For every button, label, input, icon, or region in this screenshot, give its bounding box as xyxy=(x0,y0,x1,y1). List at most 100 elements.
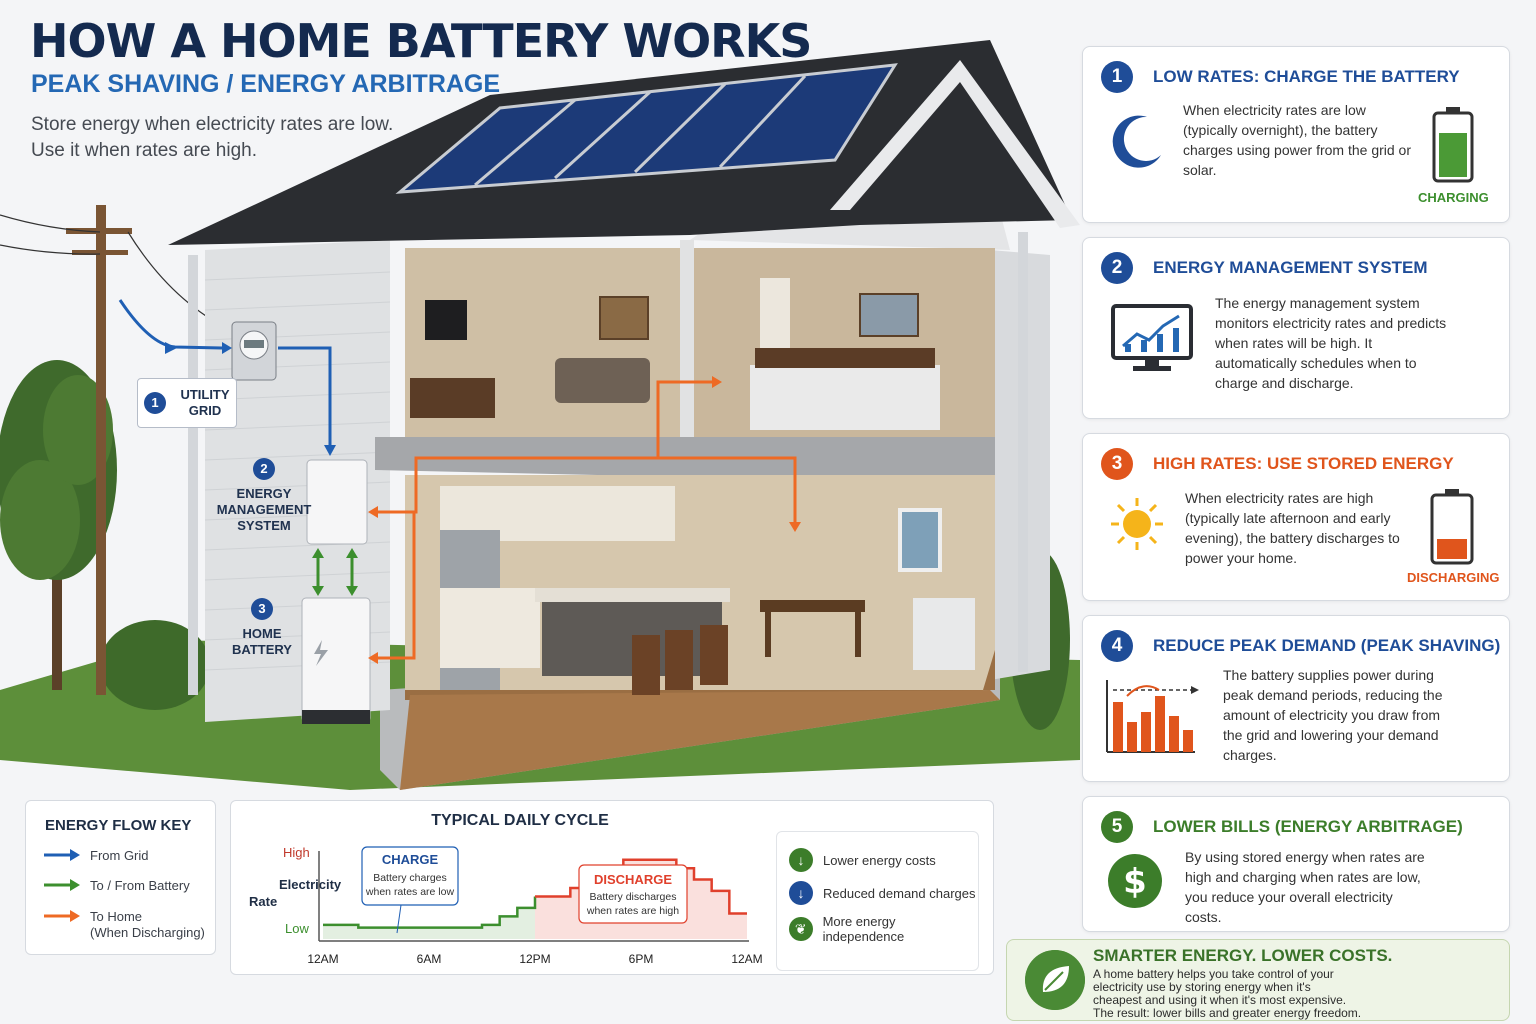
home-flow-arrows xyxy=(378,380,797,660)
wood-floor xyxy=(400,690,1000,790)
sofa xyxy=(555,358,650,403)
summary-text: A home battery helps you take control of… xyxy=(1093,968,1493,1020)
dollar-icon: $ xyxy=(1108,854,1162,908)
charging-status: CHARGING xyxy=(1418,190,1489,205)
charge-pointer xyxy=(396,904,402,934)
callout-label: SYSTEM xyxy=(237,518,291,533)
key-item-from-grid: From Grid xyxy=(44,848,149,864)
key-label: To Home xyxy=(90,909,143,924)
energy-flow-key: ENERGY FLOW KEY From Grid To / From Batt… xyxy=(25,800,216,955)
charge-text: Battery charges xyxy=(373,872,447,884)
rate-line-charge xyxy=(323,896,537,929)
intro-line-2: Use it when rates are high. xyxy=(31,140,258,161)
lower-cabinets xyxy=(440,588,540,668)
washer-dryer xyxy=(913,598,975,670)
house-cutaway-illustration xyxy=(0,40,1080,790)
summary-line: electricity use by storing energy when i… xyxy=(1093,980,1311,994)
peak-bars-icon xyxy=(1106,680,1199,753)
charge-title: CHARGE xyxy=(382,852,439,867)
step-number: 4 xyxy=(1101,630,1133,662)
monitor-chart-icon xyxy=(1111,304,1193,371)
callout-home-battery: 3 HOME BATTERY xyxy=(212,598,312,658)
key-item-battery: To / From Battery xyxy=(44,878,190,894)
discharging-status: DISCHARGING xyxy=(1407,570,1500,585)
discharge-text: when rates are high xyxy=(586,905,679,917)
step-body: By using stored energy when rates are hi… xyxy=(1185,849,1425,925)
roof-trim xyxy=(830,60,1080,228)
leaf-icon: ❦ xyxy=(789,917,813,941)
key-item-to-home: To Home (When Discharging) xyxy=(44,909,205,941)
electric-meter xyxy=(231,321,277,381)
cycle-title: TYPICAL DAILY CYCLE xyxy=(431,812,609,829)
step-number: 2 xyxy=(1101,252,1133,284)
step-number: 5 xyxy=(1101,811,1133,843)
y-tick-high: High xyxy=(283,845,310,860)
step-panel-2: 2 ENERGY MANAGEMENT SYSTEM The energy ma… xyxy=(1082,237,1510,419)
discharge-annotation-box xyxy=(578,864,688,924)
discharge-text: Battery discharges xyxy=(590,891,677,903)
intro-line-1: Store energy when electricity rates are … xyxy=(31,114,394,135)
y-axis-label-line2: Rate xyxy=(249,894,277,909)
x-tick-label: 12AM xyxy=(731,952,762,966)
benefit-energy-independence: ❦ More energy independence xyxy=(789,914,978,944)
sun-icon xyxy=(1111,498,1163,550)
battery-low-icon xyxy=(1430,489,1474,565)
step-panel-1: 1 LOW RATES: CHARGE THE BATTERY When ele… xyxy=(1082,46,1510,223)
step-title: LOW RATES: CHARGE THE BATTERY xyxy=(1153,67,1460,86)
charge-annotation-box xyxy=(361,846,459,906)
blue-arrow-icon xyxy=(44,849,80,861)
downspout xyxy=(188,255,198,695)
window xyxy=(898,508,942,572)
down-arrow-icon: ↓ xyxy=(789,881,813,905)
callout-label: MANAGEMENT xyxy=(216,502,312,517)
bar-stool xyxy=(632,635,660,695)
callout-label: HOME xyxy=(242,626,282,641)
bedroom-picture xyxy=(859,293,919,337)
benefit-label: Reduced demand charges xyxy=(823,885,976,901)
bush-left xyxy=(100,620,210,710)
step-body: The energy management system monitors el… xyxy=(1215,295,1447,391)
callout-label: GRID xyxy=(188,403,222,418)
x-tick-label: 12PM xyxy=(519,952,550,966)
down-arrow-icon: ↓ xyxy=(789,848,813,872)
solar-panels xyxy=(395,63,898,194)
x-tick-label: 6AM xyxy=(417,952,442,966)
step-body: When electricity rates are low (typicall… xyxy=(1183,102,1411,178)
battery-flow-arrows xyxy=(316,556,354,588)
key-label: From Grid xyxy=(90,848,149,863)
svg-text:$: $ xyxy=(1123,862,1147,902)
y-axis-label-line1: Electricity xyxy=(279,877,342,892)
benefit-label: Lower energy costs xyxy=(823,852,936,868)
callout-label: ENERGY xyxy=(236,486,292,501)
living-room-picture xyxy=(599,296,649,340)
step-title: HIGH RATES: USE STORED ENERGY xyxy=(1153,454,1454,473)
orange-arrow-icon xyxy=(44,910,80,922)
summary-line: cheapest and using it when it's most exp… xyxy=(1093,993,1347,1007)
step-body: The battery supplies power during peak d… xyxy=(1223,667,1443,763)
y-tick-low: Low xyxy=(285,921,309,936)
key-label: (When Discharging) xyxy=(90,925,205,940)
tree-left xyxy=(0,360,117,690)
step-panel-5: 5 LOWER BILLS (ENERGY ARBITRAGE) $ By us… xyxy=(1082,796,1510,932)
green-arrow-icon xyxy=(44,879,80,891)
step-panel-3: 3 HIGH RATES: USE STORED ENERGY When ele… xyxy=(1082,433,1510,601)
step-body: When electricity rates are high (typical… xyxy=(1185,490,1400,566)
key-title: ENERGY FLOW KEY xyxy=(45,817,192,834)
callout-number: 3 xyxy=(251,598,273,620)
step-number: 3 xyxy=(1101,448,1133,480)
moon-icon xyxy=(1112,115,1161,168)
charge-text: when rates are low xyxy=(365,886,455,898)
callout-utility-grid: 1 UTILITY GRID xyxy=(137,378,237,428)
benefit-lower-energy-costs: ↓ Lower energy costs xyxy=(789,848,936,872)
leaf-icon xyxy=(1025,950,1085,1010)
x-tick-label: 12AM xyxy=(307,952,338,966)
intro-text: Store energy when electricity rates are … xyxy=(31,112,431,164)
step-title: ENERGY MANAGEMENT SYSTEM xyxy=(1153,258,1428,277)
callout-number: 1 xyxy=(144,392,166,414)
rate-line-discharge xyxy=(535,858,747,915)
step-panel-4: 4 REDUCE PEAK DEMAND (PEAK SHAVING) The … xyxy=(1082,615,1510,782)
callout-label: BATTERY xyxy=(232,642,292,657)
callout-number: 2 xyxy=(253,458,275,480)
key-label: To / From Battery xyxy=(90,878,190,893)
